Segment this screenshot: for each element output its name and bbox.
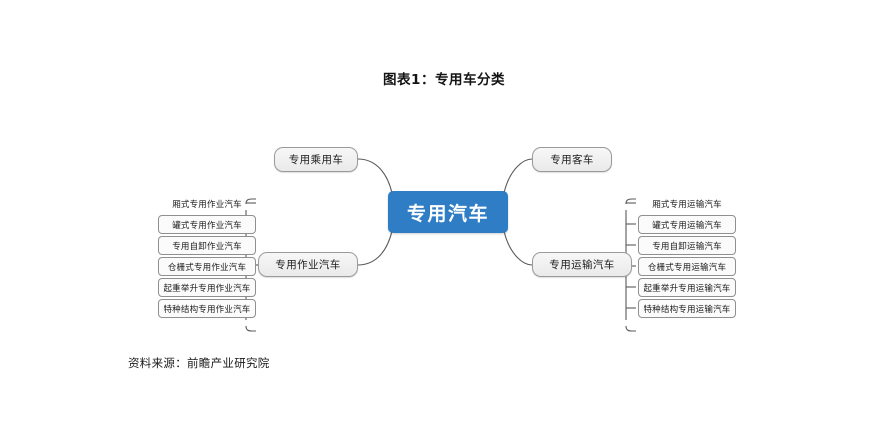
link-root-bus bbox=[503, 158, 533, 194]
page-title: 图表1：专用车分类 bbox=[383, 72, 505, 88]
leaf-node[interactable]: 仓栅式专用运输汽车 bbox=[638, 257, 736, 276]
leaf-node[interactable]: 特种结构专用运输汽车 bbox=[638, 299, 736, 318]
leaf-node[interactable]: 特种结构专用作业汽车 bbox=[158, 299, 256, 318]
leaf-node[interactable]: 罐式专用运输汽车 bbox=[638, 215, 736, 234]
root-node-special-vehicle[interactable]: 专用汽车 bbox=[388, 191, 508, 233]
leaf-node[interactable]: 专用自卸运输汽车 bbox=[638, 236, 736, 255]
leaf-node[interactable]: 仓栅式专用作业汽车 bbox=[158, 257, 256, 276]
link-root-passenger bbox=[357, 158, 393, 194]
branch-node-special-passenger-car[interactable]: 专用乘用车 bbox=[274, 147, 358, 172]
branch-node-special-bus[interactable]: 专用客车 bbox=[532, 147, 612, 172]
link-root-work bbox=[357, 230, 393, 266]
branch-node-special-transport-vehicle[interactable]: 专用运输汽车 bbox=[532, 252, 632, 277]
link-work-cap-bottom bbox=[245, 325, 256, 332]
link-transport-cap-bottom bbox=[625, 325, 636, 332]
leaf-node[interactable]: 罐式专用作业汽车 bbox=[158, 215, 256, 234]
leaf-group-operation: 厢式专用作业汽车 罐式专用作业汽车 专用自卸作业汽车 仓栅式专用作业汽车 起重举… bbox=[158, 194, 256, 320]
leaf-node[interactable]: 厢式专用作业汽车 bbox=[172, 199, 242, 210]
link-root-transport bbox=[503, 230, 533, 266]
branch-node-special-operation-vehicle[interactable]: 专用作业汽车 bbox=[258, 252, 358, 277]
leaf-node[interactable]: 起重举升专用作业汽车 bbox=[158, 278, 256, 297]
leaf-node[interactable]: 专用自卸作业汽车 bbox=[158, 236, 256, 255]
source-note: 资料来源：前瞻产业研究院 bbox=[128, 356, 270, 370]
leaf-group-transport: 厢式专用运输汽车 罐式专用运输汽车 专用自卸运输汽车 仓栅式专用运输汽车 起重举… bbox=[638, 194, 736, 320]
link-transport-cap-top bbox=[625, 198, 636, 205]
leaf-node[interactable]: 起重举升专用运输汽车 bbox=[638, 278, 736, 297]
leaf-node[interactable]: 厢式专用运输汽车 bbox=[652, 199, 722, 210]
